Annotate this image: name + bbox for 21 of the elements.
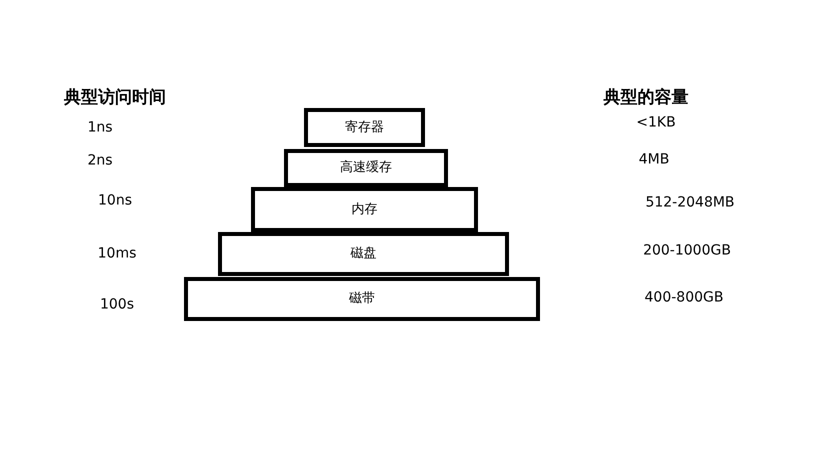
tier-label: 内存	[352, 200, 378, 219]
value-label: 100s	[100, 296, 134, 314]
column-heading: 典型访问时间	[64, 86, 166, 110]
value-label: 1ns	[87, 118, 113, 138]
value-label: 200-1000GB	[643, 242, 731, 260]
value-label: 2ns	[87, 152, 113, 170]
value-label: 10ms	[98, 244, 136, 264]
value-label: 400-800GB	[644, 288, 724, 308]
tier-box	[218, 232, 509, 276]
value-label: 10ns	[98, 192, 132, 210]
tier-label: 寄存器	[345, 118, 384, 137]
value-label: 4MB	[638, 150, 670, 170]
column-heading: 典型的容量	[604, 86, 688, 110]
tier-box	[284, 149, 448, 187]
tier-box	[184, 277, 540, 321]
tier-label: 磁带	[349, 290, 375, 308]
tier-box	[304, 108, 425, 147]
value-label: 512-2048MB	[645, 194, 735, 212]
tier-label: 磁盘	[350, 245, 376, 264]
value-label: <1KB	[636, 114, 676, 132]
tier-label: 高速缓存	[340, 159, 392, 178]
